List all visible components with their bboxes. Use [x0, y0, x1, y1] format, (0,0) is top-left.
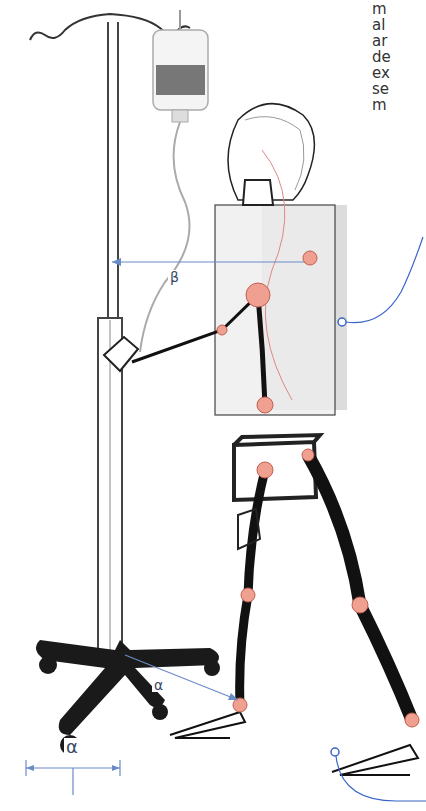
angle-label: α	[152, 678, 165, 692]
cropped-text: se	[372, 82, 389, 97]
cropped-text: m	[372, 98, 387, 113]
cropped-text: m	[372, 2, 387, 17]
angle-label: β	[168, 270, 181, 284]
cropped-text: de	[372, 50, 391, 65]
dimension-label: α	[64, 738, 80, 756]
cropped-text: ar	[372, 34, 387, 49]
cropped-text: al	[372, 18, 385, 33]
cropped-text: ex	[372, 66, 390, 81]
